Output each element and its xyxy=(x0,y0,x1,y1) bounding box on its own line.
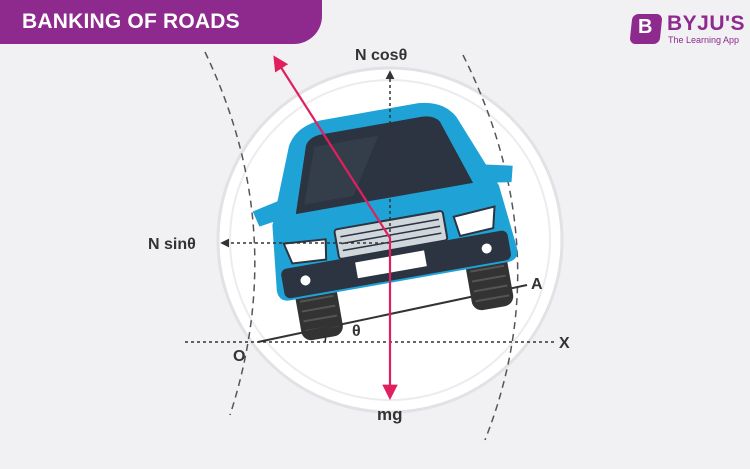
logo-tagline: The Learning App xyxy=(668,35,740,45)
byjus-logo: B BYJU'S The Learning App xyxy=(629,12,746,46)
page-title: BANKING OF ROADS xyxy=(22,10,240,33)
angle-arc xyxy=(321,328,327,343)
n-sin-label: N sinθ xyxy=(148,236,196,253)
car-illustration xyxy=(252,102,518,341)
theta-label: θ xyxy=(352,323,361,340)
logo-name: BYJU'S xyxy=(667,12,746,35)
point-o-label: O xyxy=(233,348,245,365)
left-headlight xyxy=(282,238,328,265)
banked-road-line xyxy=(257,284,528,343)
right-headlight xyxy=(452,205,496,238)
mg-label: mg xyxy=(377,405,403,424)
point-a-label: A xyxy=(531,276,543,293)
normal-force-arrow xyxy=(273,55,391,239)
title-banner: BANKING OF ROADS xyxy=(0,0,322,44)
point-x-label: X xyxy=(559,335,570,352)
logo-badge-letter: B xyxy=(638,16,653,38)
n-cos-label: N cosθ xyxy=(355,47,407,64)
left-road-edge xyxy=(204,51,256,416)
